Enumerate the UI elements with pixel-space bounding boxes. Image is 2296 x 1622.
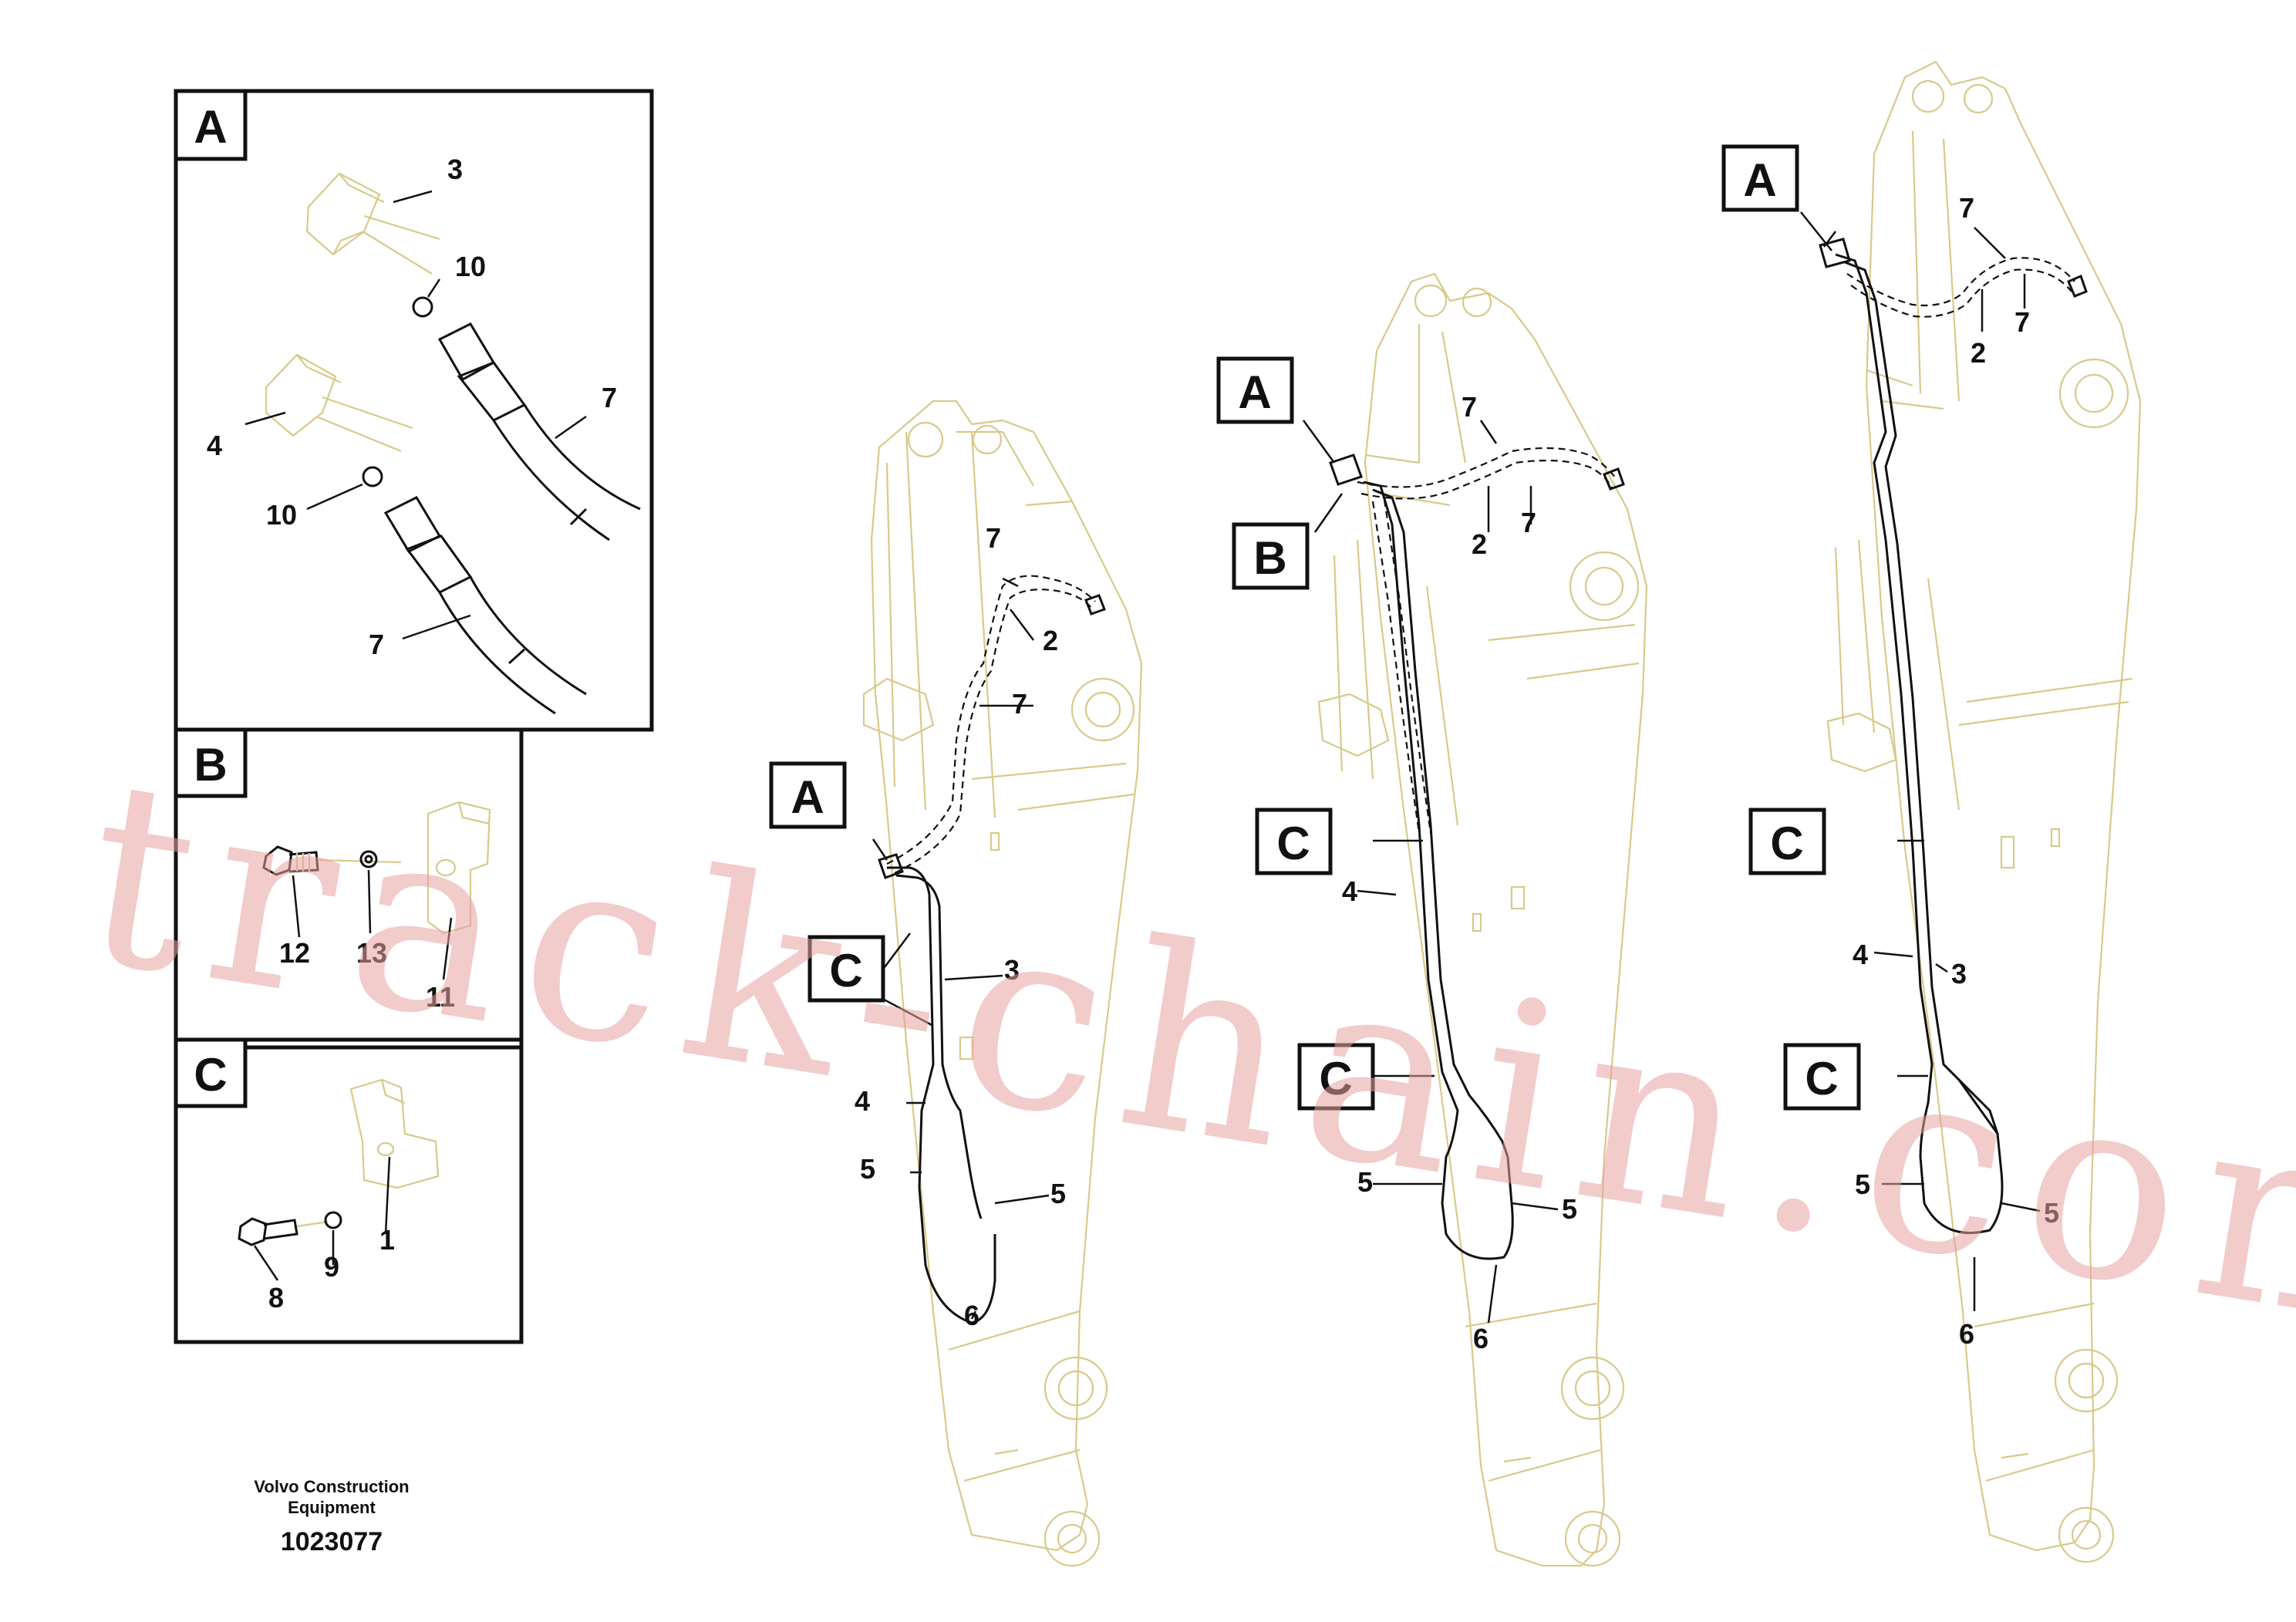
boom-3-callout-4: 4 [1853, 939, 1868, 970]
detail-a-label-box [174, 89, 248, 161]
boom-3-callout-5-right: 5 [2044, 1197, 2059, 1229]
company-name-line2: Equipment [288, 1498, 376, 1517]
boom-3-label-box-c2 [1783, 1043, 1861, 1111]
boom-2-label-box-c1 [1255, 808, 1333, 875]
boom-1-callout-3: 3 [1004, 954, 1020, 986]
boom-3: A C C 7 2 7 4 3 5 5 6 [1721, 60, 2142, 1563]
boom-2-label-box-c2 [1297, 1043, 1375, 1111]
boom-2-callout-7-top: 7 [1462, 391, 1477, 423]
fitting-block-4 [265, 353, 413, 453]
detail-a-label: A [194, 101, 227, 153]
boom-2-label-box-b [1232, 522, 1310, 590]
washer-13 [359, 850, 378, 868]
boom-2-callout-4: 4 [1342, 875, 1357, 907]
callout-a-10-bottom: 10 [266, 499, 297, 531]
boom-1-label-box-c [807, 935, 885, 1003]
hose-end-7-bottom [383, 496, 587, 715]
callout-a-7-top: 7 [602, 382, 617, 413]
callout-b-11: 11 [426, 981, 455, 1013]
boom-3-callout-7-top: 7 [1959, 192, 1974, 224]
boom-1-callout-5-right: 5 [1050, 1178, 1066, 1209]
drawing-footer: Volvo Construction Equipment 1023077 [254, 1477, 409, 1556]
callout-a-10-top: 10 [455, 251, 486, 282]
o-ring-10-bottom [362, 466, 383, 487]
drawing-number: 1023077 [281, 1527, 383, 1556]
boom-2-callout-6: 6 [1473, 1323, 1489, 1354]
watermark-text: track-chain.com [68, 723, 2296, 1391]
detail-b-label-box [174, 727, 248, 798]
callout-c-1: 1 [379, 1224, 395, 1256]
boom-1-label-box-a [769, 761, 847, 829]
clamp-plate-11 [426, 801, 491, 935]
boom-1-callout-6: 6 [964, 1300, 979, 1331]
boom-3-label-a: A [1743, 154, 1776, 206]
detail-panel-a: A 3 10 7 4 10 7 [174, 89, 654, 732]
o-ring-10-top [412, 296, 433, 318]
boom-3-callout-3: 3 [1951, 958, 1967, 990]
boom-2-body [1317, 272, 1648, 1567]
hose-end-7-top [437, 322, 641, 541]
detail-c-label: C [194, 1049, 227, 1101]
boom-1-callout-5-left: 5 [860, 1153, 875, 1185]
boom-1: A C 7 2 7 3 4 5 5 6 [769, 400, 1143, 1567]
boom-1-label-c: C [829, 945, 862, 996]
boom-3-callout-6: 6 [1959, 1318, 1974, 1350]
detail-c-label-box [174, 1037, 248, 1108]
boom-2-hoses [1329, 447, 1625, 1260]
boom-2-callout-7: 7 [1521, 507, 1536, 538]
boom-3-hoses [1819, 231, 2088, 1234]
boom-2-label-box-a [1216, 356, 1294, 424]
callout-b-13: 13 [356, 937, 387, 969]
company-name-line1: Volvo Construction [254, 1477, 409, 1496]
detail-b-frame [174, 727, 524, 1050]
boom-3-label-box-c1 [1748, 808, 1826, 875]
callout-a-3: 3 [447, 153, 463, 185]
boom-3-label-box-a [1721, 144, 1799, 212]
callout-b-12: 12 [279, 937, 310, 969]
detail-b-label: B [194, 739, 227, 791]
boom-3-label-c1: C [1770, 818, 1803, 869]
bolt-8 [238, 1217, 329, 1246]
boom-3-callout-2: 2 [1971, 337, 1986, 369]
boom-1-body [862, 400, 1143, 1567]
boom-2-callout-5-left: 5 [1357, 1166, 1373, 1198]
boom-2: A B C C 7 2 7 4 5 5 6 [1216, 272, 1648, 1567]
boom-2-callout-2: 2 [1472, 528, 1487, 560]
boom-1-callout-7: 7 [1012, 688, 1027, 720]
boom-1-callout-7-top: 7 [986, 522, 1001, 554]
callout-c-8: 8 [268, 1282, 284, 1313]
callout-a-7-bottom: 7 [369, 629, 384, 660]
fitting-block-3 [305, 172, 440, 275]
boom-2-callout-5-right: 5 [1562, 1193, 1577, 1225]
boom-3-callout-5-left: 5 [1855, 1168, 1870, 1200]
boom-1-callout-4: 4 [855, 1085, 870, 1117]
boom-2-label-a: A [1238, 366, 1271, 418]
callout-a-4: 4 [207, 430, 222, 461]
boom-3-label-c2: C [1805, 1053, 1838, 1104]
bolt-12 [262, 845, 402, 876]
callout-c-9: 9 [324, 1251, 339, 1283]
clamp-plate-1 [349, 1078, 440, 1189]
boom-3-callout-7: 7 [2014, 306, 2030, 338]
boom-1-label-a: A [791, 771, 824, 823]
detail-panel-c: C 8 9 1 [174, 1037, 524, 1344]
detail-c-frame [174, 1037, 524, 1344]
boom-3-body [1826, 60, 2142, 1563]
boom-1-callout-2: 2 [1043, 625, 1058, 656]
detail-panel-b: B 12 13 11 [174, 727, 524, 1050]
boom-2-label-b: B [1253, 532, 1286, 584]
washer-9 [324, 1211, 342, 1229]
boom-2-label-c2: C [1319, 1053, 1352, 1104]
boom-2-label-c1: C [1276, 818, 1310, 869]
